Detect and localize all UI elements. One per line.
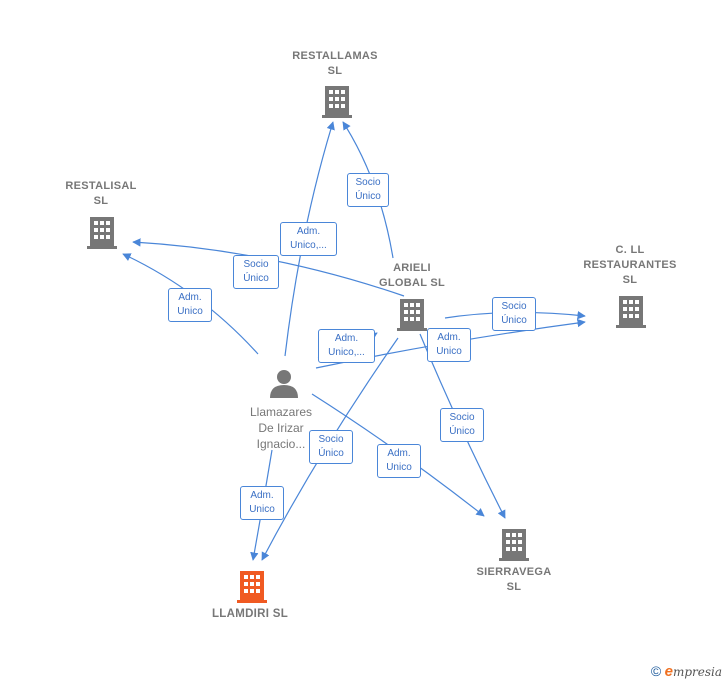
node-label-restalisal[interactable]: RESTALISAL SL	[65, 180, 137, 207]
edge-label-socio-unico[interactable]: Socio Único	[492, 297, 536, 331]
edge-label-socio-unico[interactable]: Socio Único	[309, 430, 353, 464]
building-icon[interactable]	[499, 529, 529, 561]
edge-label-socio-unico[interactable]: Socio Único	[347, 173, 389, 207]
edge-label-adm-unico[interactable]: Adm. Unico	[427, 328, 471, 362]
node-label-llamdiri[interactable]: LLAMDIRI SL	[211, 608, 289, 620]
node-label-arieli[interactable]: ARIELI GLOBAL SL	[378, 262, 446, 289]
copyright-watermark: © empresia	[651, 663, 722, 680]
brand-logo-text: mpresia	[672, 665, 722, 679]
edge-label-adm-unico[interactable]: Adm. Unico	[240, 486, 284, 520]
node-label-person[interactable]: Llamazares De Irizar Ignacio...	[249, 405, 313, 451]
node-label-restallamas[interactable]: RESTALLAMAS SL	[292, 50, 378, 77]
building-icon[interactable]	[397, 299, 427, 331]
edge-label-adm-unico[interactable]: Adm. Unico,...	[318, 329, 375, 363]
edge-label-socio-unico[interactable]: Socio Único	[233, 255, 279, 289]
building-icon[interactable]	[322, 86, 352, 118]
building-icon[interactable]	[616, 296, 646, 328]
brand-logo-initial: e	[664, 663, 673, 680]
edge-label-adm-unico[interactable]: Adm. Unico	[168, 288, 212, 322]
building-icon-highlight[interactable]	[237, 571, 267, 603]
node-label-cll[interactable]: C. LL RESTAURANTES SL	[583, 244, 677, 286]
building-icon[interactable]	[87, 217, 117, 249]
edge-label-socio-unico[interactable]: Socio Único	[440, 408, 484, 442]
person-icon[interactable]	[270, 370, 298, 398]
copyright-symbol: ©	[650, 663, 662, 679]
edge-label-adm-unico[interactable]: Adm. Unico	[377, 444, 421, 478]
edge-label-adm-unico[interactable]: Adm. Unico,...	[280, 222, 337, 256]
node-label-sierravega[interactable]: SIERRAVEGA SL	[476, 566, 552, 593]
